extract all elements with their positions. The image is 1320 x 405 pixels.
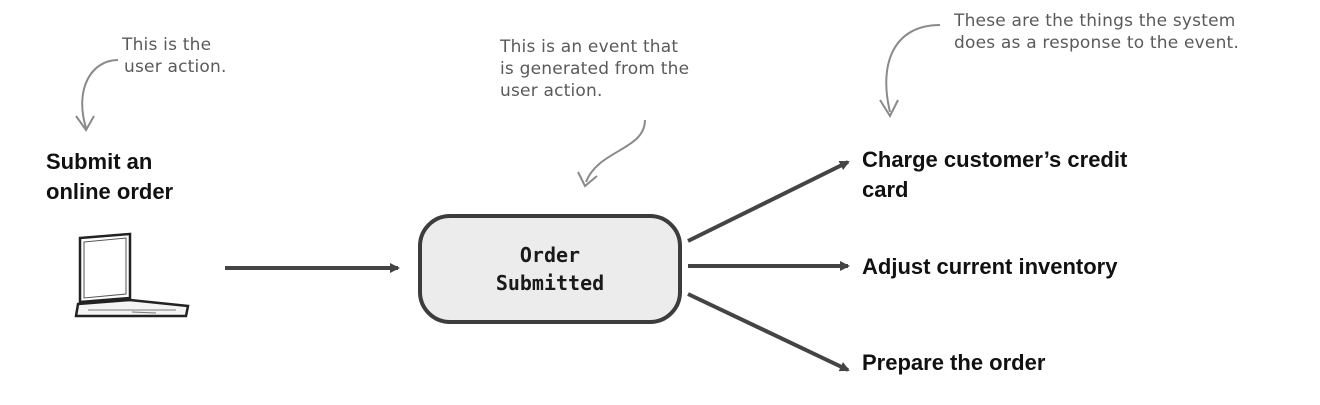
user-action-annotation: This is the user action. [122, 34, 227, 78]
event-to-prepare-arrow [687, 292, 850, 372]
user-action-label: Submit an online order [46, 147, 173, 207]
user-action-callout-curve [81, 59, 119, 129]
event-annotation-line-2: is generated from the [500, 59, 690, 79]
response-charge-card: Charge customer’s credit card [862, 145, 1127, 205]
response-charge-card-line-2: card [862, 177, 909, 202]
response-prepare-order: Prepare the order [862, 350, 1046, 375]
event-label-line-2: Submitted [495, 271, 605, 295]
event-box: Order Submitted [418, 214, 682, 324]
response-charge-card-line-1: Charge customer’s credit [862, 147, 1128, 172]
event-callout-arrowhead [577, 171, 598, 188]
laptop-icon [74, 232, 190, 318]
event-annotation-line-1: This is an event that [500, 37, 679, 57]
event-annotation-line-3: user action. [500, 81, 603, 101]
response-annotation: These are the things the system does as … [954, 10, 1239, 54]
user-action-callout-arrowhead [75, 115, 95, 132]
event-label-line-1: Order [519, 243, 581, 267]
user-action-annotation-line-2: user action. [124, 57, 227, 77]
event-callout-curve [585, 119, 646, 183]
response-callout-arrowhead [879, 99, 899, 119]
response-annotation-line-2: does as a response to the event. [954, 33, 1240, 53]
response-callout-curve [885, 24, 941, 113]
user-action-label-line-1: Submit an [46, 149, 153, 174]
user-action-annotation-line-1: This is the [122, 35, 212, 55]
event-annotation: This is an event that is generated from … [500, 36, 689, 102]
event-to-charge-arrow [687, 160, 850, 243]
user-action-label-line-2: online order [46, 179, 174, 204]
response-adjust-inventory: Adjust current inventory [862, 254, 1118, 279]
response-annotation-line-1: These are the things the system [954, 11, 1236, 31]
